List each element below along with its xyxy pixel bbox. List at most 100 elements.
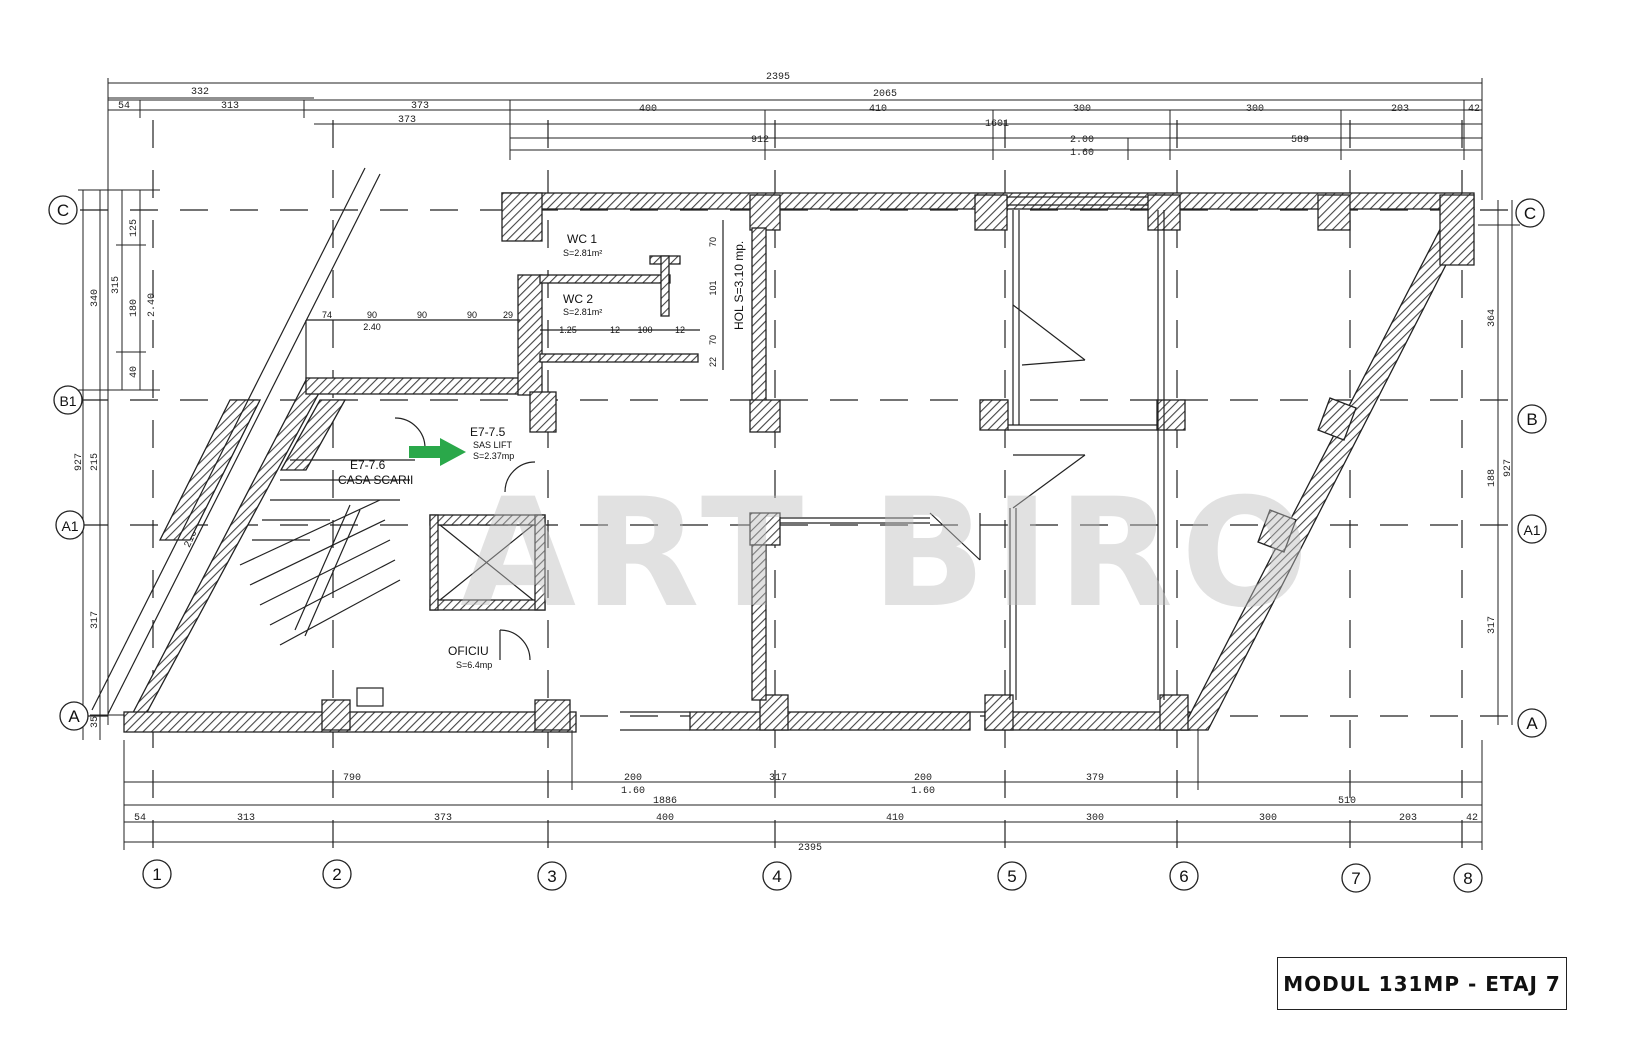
dim-left-317: 317 [90, 611, 101, 629]
dim-right-317: 317 [1487, 616, 1498, 634]
dim-int-74: 74 [322, 310, 332, 320]
dim-top-912: 912 [751, 135, 769, 146]
axis-label-a1-right: A1 [1523, 522, 1540, 538]
dim-int-90a: 90 [367, 310, 377, 320]
bottom-dimensions [123, 730, 1483, 850]
axis-bubble-6 [1169, 861, 1199, 891]
oficiu-area: S=6.4mp [456, 660, 492, 670]
dim-bottom-overall: 2395 [798, 843, 822, 854]
dim-bottom-410: 410 [886, 813, 904, 824]
interior-lines [91, 167, 1165, 731]
axis-bubble-c-right [1515, 198, 1545, 228]
dim-top-160: 1.60 [1070, 148, 1094, 159]
axis-bubble-b-right [1517, 404, 1547, 434]
dim-bottom-54: 54 [134, 813, 146, 824]
dim-top-42: 42 [1468, 104, 1480, 115]
dim-left-125: 125 [129, 219, 140, 237]
axis-bubble-a-right [1517, 708, 1547, 738]
dim-int-125: 1.25 [559, 325, 577, 335]
axis-label-c-left: C [57, 201, 69, 220]
axis-label-3: 3 [547, 867, 556, 886]
dim-int-12b: 12 [675, 325, 685, 335]
axis-label-a-right: A [1526, 714, 1538, 733]
dim-left-215: 215 [90, 453, 101, 471]
dim-top-300b: 300 [1246, 104, 1264, 115]
dim-bottom-379: 379 [1086, 773, 1104, 784]
axis-bubble-1 [142, 859, 172, 889]
top-dimensions [107, 78, 1483, 725]
dim-bottom-200b: 200 [914, 773, 932, 784]
axis-label-2: 2 [332, 865, 341, 884]
dim-top-332: 332 [191, 87, 209, 98]
sas-name: SAS LIFT [473, 440, 513, 450]
axis-bubble-8 [1453, 863, 1483, 893]
dim-left-180: 180 [129, 299, 140, 317]
dim-left-35: 35 [90, 716, 101, 728]
dim-left-40: 40 [129, 366, 140, 378]
dim-left-927: 927 [74, 453, 85, 471]
dim-bottom-300b: 300 [1259, 813, 1277, 824]
dim-bottom-203: 203 [1399, 813, 1417, 824]
right-dimension-labels: 364 188 927 317 [1487, 309, 1514, 634]
dim-top-373: 373 [411, 101, 429, 112]
arrow-icon [409, 438, 466, 466]
wc2-label: WC 2 [563, 292, 593, 306]
wc1-area: S=2.81m² [563, 248, 602, 258]
axis-bubble-3 [537, 861, 567, 891]
dim-left-240: 2.40 [147, 293, 158, 317]
dim-bottom-373: 373 [434, 813, 452, 824]
axis-label-4: 4 [772, 867, 781, 886]
dim-left-340: 340 [90, 289, 101, 307]
axis-label-a1-left: A1 [61, 518, 78, 534]
dim-int-22: 22 [708, 357, 718, 367]
dim-bottom-790: 790 [343, 773, 361, 784]
wc1-label: WC 1 [567, 232, 597, 246]
dim-top-1601: 1601 [985, 119, 1009, 130]
axis-label-7: 7 [1351, 869, 1360, 888]
dim-top-300a: 300 [1073, 104, 1091, 115]
axis-label-6: 6 [1179, 867, 1188, 886]
axis-label-b1-left: B1 [59, 393, 76, 409]
dim-int-70a: 70 [708, 237, 718, 247]
dim-int-100: 100 [637, 325, 652, 335]
dim-top-overall: 2395 [766, 72, 790, 83]
right-dimensions [1478, 200, 1520, 725]
top-dimension-labels: 2395 332 2065 54 313 373 400 410 300 300… [118, 72, 1480, 159]
wc2-area: S=2.81m² [563, 307, 602, 317]
dim-bottom-1886: 1886 [653, 796, 677, 807]
axis-bubble-2 [322, 859, 352, 889]
room-labels: WC 1 S=2.81m² WC 2 S=2.81m² HOL S=3.10 m… [338, 232, 746, 670]
dim-top-203: 203 [1391, 104, 1409, 115]
dim-bottom-317: 317 [769, 773, 787, 784]
axis-label-5: 5 [1007, 867, 1016, 886]
axis-bubble-b1-left [53, 385, 83, 415]
sas-area: S=2.37mp [473, 451, 514, 461]
axis-bubble-5 [997, 861, 1027, 891]
dim-top-373b: 373 [398, 115, 416, 126]
axis-bubble-a1-right [1517, 514, 1547, 544]
dim-int-90c: 90 [467, 310, 477, 320]
dim-top-313: 313 [221, 101, 239, 112]
bottom-dimension-labels: 790 200 317 200 379 1.60 1.60 1886 510 5… [134, 773, 1478, 854]
watermark-logo: ART BIRO [460, 467, 1317, 641]
axis-bubble-4 [762, 861, 792, 891]
axis-bubble-a-left [59, 701, 89, 731]
dim-top-400: 400 [639, 104, 657, 115]
dim-bottom-160b: 1.60 [911, 786, 935, 797]
dim-bottom-510: 510 [1338, 796, 1356, 807]
dim-top-200: 2.00 [1070, 135, 1094, 146]
left-dimensions [78, 189, 160, 740]
axis-bubble-a1-left [55, 510, 85, 540]
dim-int-240: 2.40 [363, 322, 381, 332]
dim-int-12a: 12 [610, 325, 620, 335]
dim-top-54: 54 [118, 101, 130, 112]
dim-int-90b: 90 [417, 310, 427, 320]
dim-bottom-42: 42 [1466, 813, 1478, 824]
axis-bubble-7 [1341, 863, 1371, 893]
dim-bottom-300a: 300 [1086, 813, 1104, 824]
dim-right-927: 927 [1503, 459, 1514, 477]
dim-right-364: 364 [1487, 309, 1498, 327]
dim-bottom-313: 313 [237, 813, 255, 824]
dim-bottom-400: 400 [656, 813, 674, 824]
dim-int-29: 29 [503, 310, 513, 320]
